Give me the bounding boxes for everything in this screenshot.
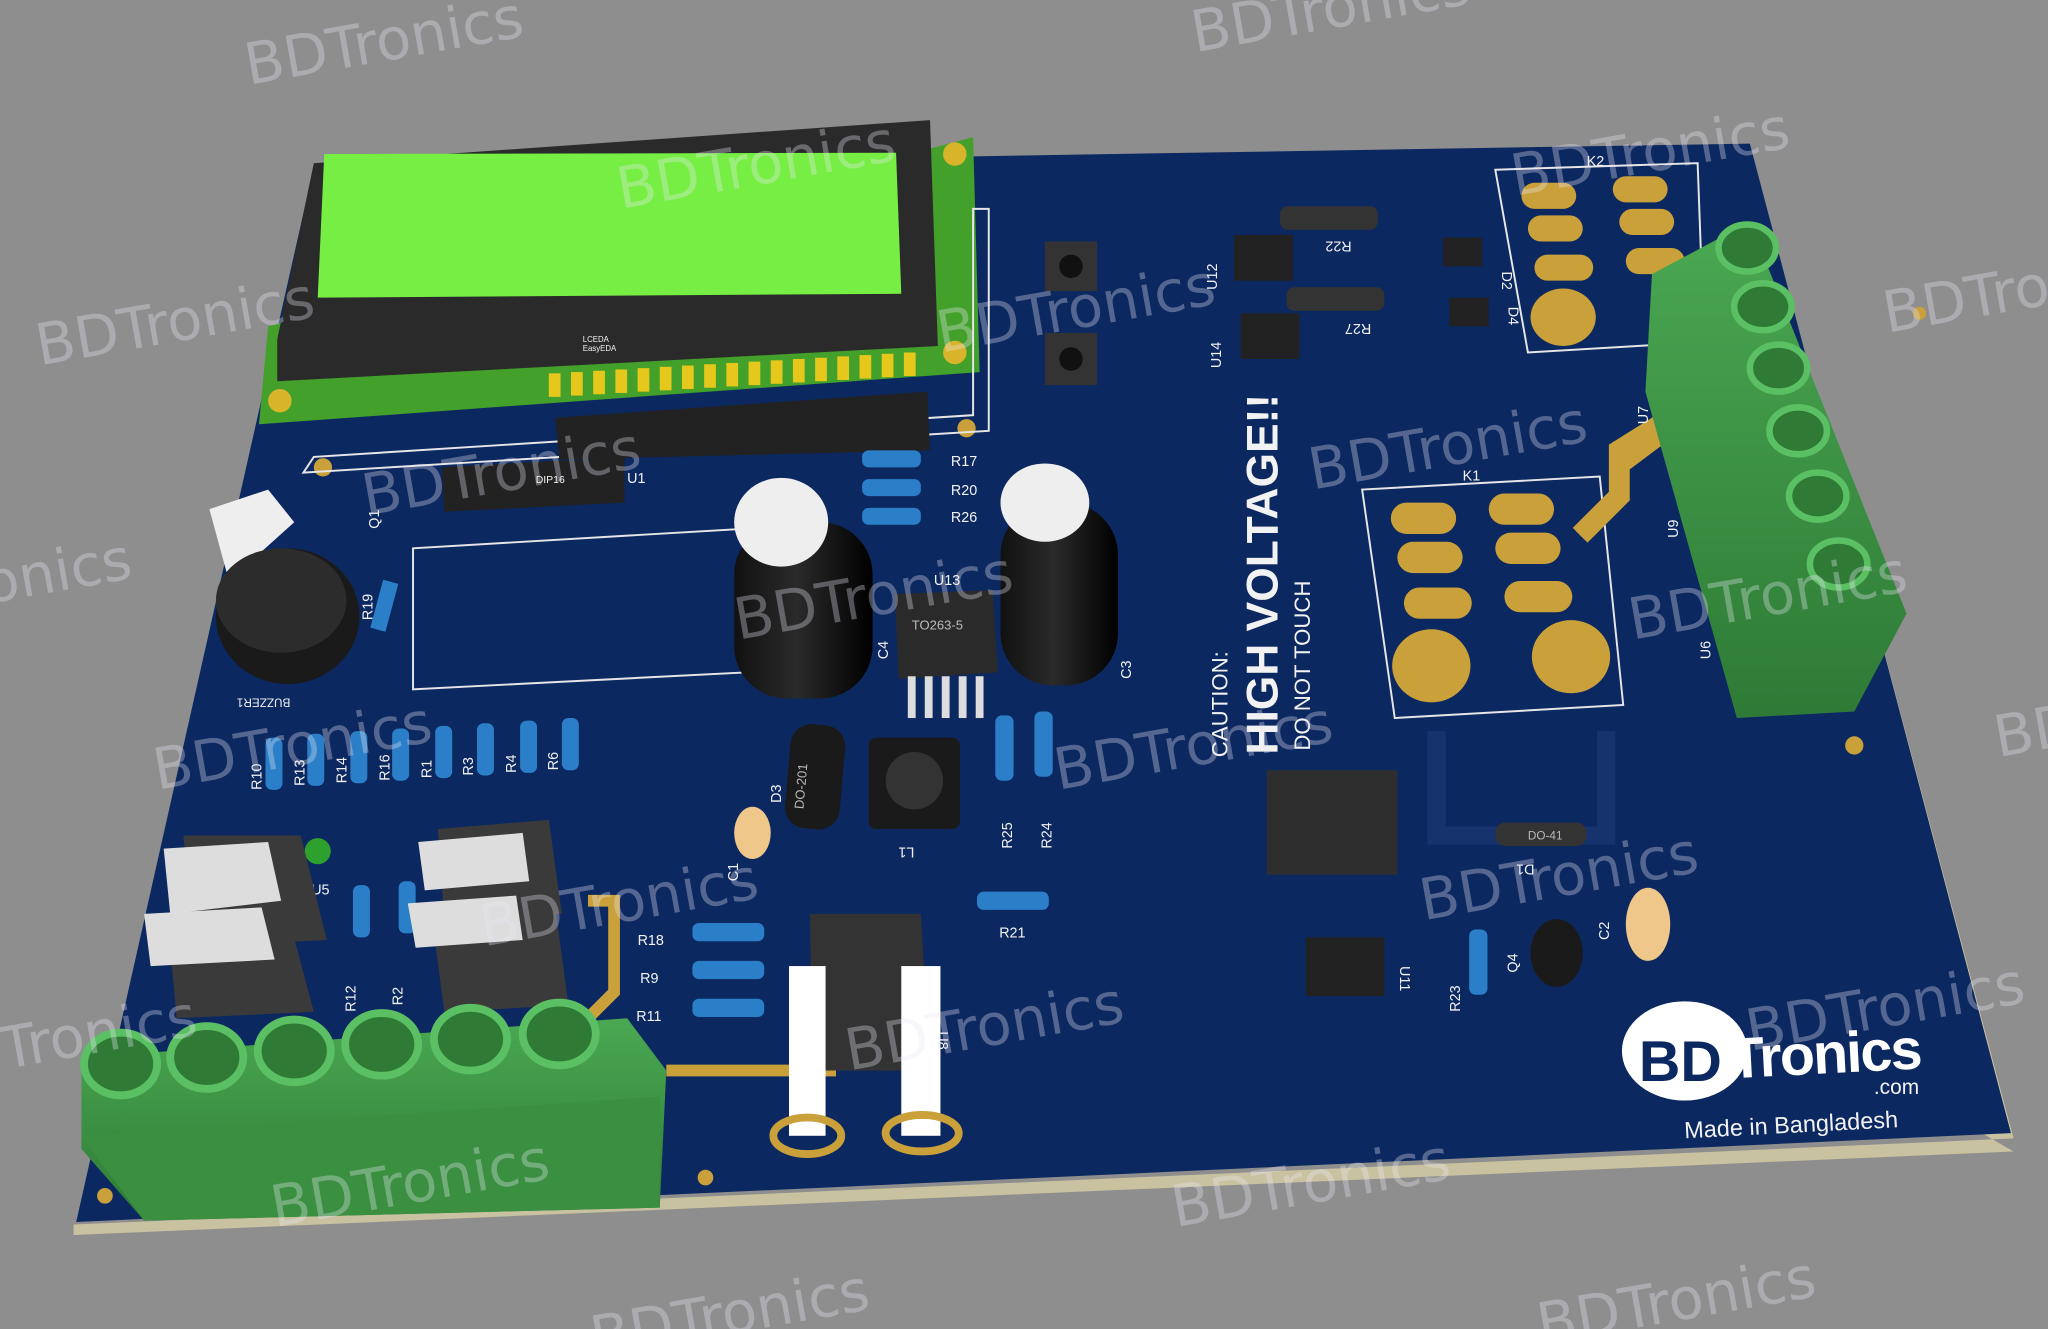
logo-com: .com <box>1874 1076 1919 1099</box>
resistor-bank-mid: R18 R9 R11 R21 R25 R24 <box>636 711 1055 1025</box>
label-r24: R24 <box>1039 822 1055 848</box>
push-buttons <box>1044 241 1098 386</box>
label-r16: R16 <box>378 754 394 780</box>
resistor-labels-left: R10 R13 R14 R16 R1 R3 R4 R6 R12 R2 U5 <box>250 752 562 1012</box>
label-c4: C4 <box>876 641 892 659</box>
label-l1: L1 <box>898 843 914 859</box>
label-r26: R26 <box>951 510 977 526</box>
lcd-module: LCEDA EasyEDA <box>258 120 990 474</box>
label-r11: R11 <box>636 1009 661 1025</box>
logo-tronics: Tronics <box>1728 1017 1924 1091</box>
label-r17: R17 <box>951 454 977 470</box>
power-transistors <box>144 819 569 1019</box>
label-k1: K1 <box>1463 468 1481 484</box>
label-q1: Q1 <box>367 510 383 529</box>
label-buzzer1: BUZZER1 <box>237 695 290 708</box>
lower-right-parts: DO-41 D1 U11 R23 Q4 C2 <box>1305 822 1671 1012</box>
label-d4: D4 <box>1504 307 1520 325</box>
label-d3: D3 <box>769 785 785 803</box>
capacitor-c4: C4 <box>734 477 892 699</box>
optocoupler-area: R22 R27 U12 U14 D2 D4 <box>1205 206 1520 368</box>
warning-caution: CAUTION: <box>1208 651 1233 757</box>
label-u11: U11 <box>1396 966 1412 991</box>
label-c3: C3 <box>1119 660 1135 678</box>
label-r18: R18 <box>638 933 664 949</box>
capacitor-c1: C1 <box>726 806 771 881</box>
relay-k2-footprint: K2 <box>1494 154 1706 354</box>
warning-do-not-touch: DO NOT TOUCH <box>1290 581 1315 751</box>
label-r3: R3 <box>461 757 477 775</box>
led <box>304 838 331 865</box>
lcd-screen <box>317 152 902 298</box>
lcd-logo-line1: LCEDA <box>583 335 610 344</box>
label-r1: R1 <box>419 760 435 778</box>
warning-high-voltage: HIGH VOLTAGE!! <box>1238 394 1287 755</box>
label-u9: U9 <box>1666 519 1682 537</box>
label-r22: R22 <box>1325 238 1351 254</box>
label-do41: DO-41 <box>1528 829 1563 842</box>
buzzer: BUZZER1 R19 Q1 <box>209 489 399 708</box>
lcd-pins <box>548 352 916 397</box>
label-r19: R19 <box>361 594 377 620</box>
label-u1: U1 <box>627 471 645 487</box>
relay-k1-footprint: K1 <box>1361 408 1678 720</box>
inductor-l1: L1 <box>868 737 961 859</box>
label-u6: U6 <box>1699 641 1715 659</box>
label-r12: R12 <box>344 985 360 1011</box>
label-d1: D1 <box>1516 860 1534 876</box>
label-u13: U13 <box>934 573 960 589</box>
label-u8: U8 <box>934 1031 950 1049</box>
terminal-block-left <box>80 998 667 1221</box>
capacitor-c3: C3 <box>1000 463 1135 686</box>
label-r21: R21 <box>999 925 1025 941</box>
label-d2: D2 <box>1498 272 1514 290</box>
label-r13: R13 <box>293 760 309 786</box>
high-voltage-warning: CAUTION: HIGH VOLTAGE!! DO NOT TOUCH <box>1208 394 1315 757</box>
label-dip16: DIP16 <box>536 475 565 486</box>
diode-d3: DO-201 D3 <box>769 724 846 830</box>
transformer <box>1266 770 1398 875</box>
resistor-bank-top: R17 R20 R26 <box>862 450 977 526</box>
regulator-u13: TO263-5 U13 <box>894 573 998 719</box>
label-c2: C2 <box>1597 922 1613 940</box>
label-r9: R9 <box>640 971 658 987</box>
label-k2: K2 <box>1587 154 1605 170</box>
resistor-bank-left <box>265 718 579 938</box>
label-u5: U5 <box>311 882 329 898</box>
label-c1: C1 <box>726 863 742 881</box>
relay-connector-u8: U8 <box>769 913 963 1158</box>
label-r14: R14 <box>334 757 350 783</box>
label-do201: DO-201 <box>791 763 810 810</box>
logo-bd: BD <box>1639 1030 1722 1094</box>
resistor-r19 <box>370 579 399 632</box>
label-r6: R6 <box>546 752 562 770</box>
label-q4: Q4 <box>1505 953 1521 972</box>
label-u7: U7 <box>1636 406 1652 424</box>
label-r20: R20 <box>951 483 977 499</box>
dip16-ic <box>441 456 625 512</box>
lcd-logo-line2: EasyEDA <box>583 344 617 353</box>
label-r23: R23 <box>1448 985 1464 1011</box>
label-r10: R10 <box>250 763 266 789</box>
label-r2: R2 <box>391 987 407 1005</box>
label-u14: U14 <box>1209 342 1225 368</box>
label-r25: R25 <box>1000 822 1016 848</box>
label-r27: R27 <box>1345 320 1371 336</box>
label-u12: U12 <box>1205 263 1221 289</box>
label-to263: TO263-5 <box>912 617 963 632</box>
terminal-block-right: U7 U9 U6 <box>1636 221 1907 719</box>
label-r4: R4 <box>504 754 520 772</box>
